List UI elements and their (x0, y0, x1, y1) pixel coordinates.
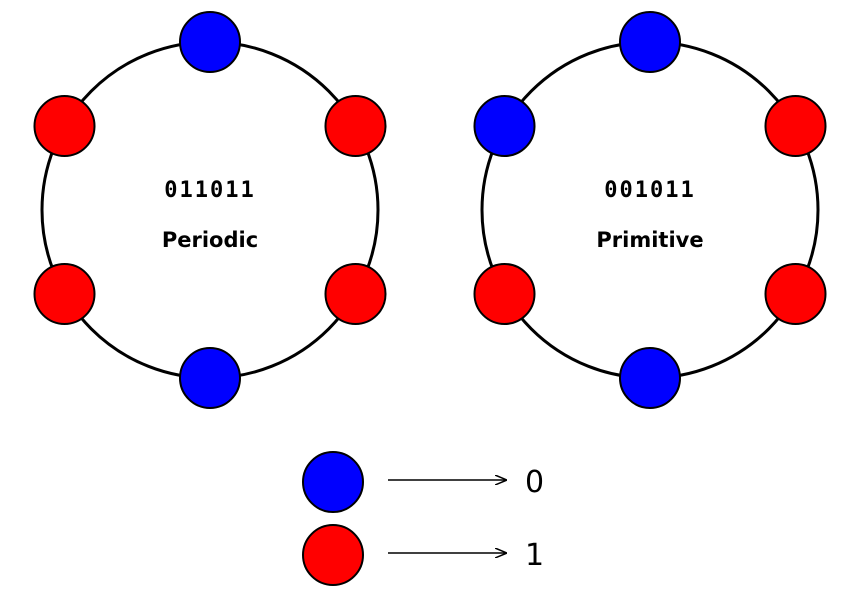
bead-zero (473, 95, 536, 157)
necklace-code: 001011 (604, 178, 695, 203)
bead-zero (179, 11, 241, 73)
necklace-periodic: 011011 Periodic (33, 11, 387, 409)
bead-one (324, 263, 387, 325)
bead-one (33, 263, 96, 325)
legend-swatch-one (302, 524, 364, 586)
bead-zero (619, 11, 681, 73)
bead-one (764, 263, 827, 325)
necklace-primitive: 001011 Primitive (473, 11, 827, 409)
bead-one (324, 95, 387, 157)
legend-swatch-zero (302, 451, 364, 513)
bead-one (473, 263, 536, 325)
legend-value-one: 1 (525, 538, 544, 573)
legend: 0 1 (302, 451, 544, 586)
bead-one (33, 95, 96, 157)
necklace-ring (40, 40, 380, 380)
bead-one (764, 95, 827, 157)
necklace-code: 011011 (164, 178, 255, 203)
necklace-kind-label: Primitive (596, 228, 703, 252)
necklace-kind-label: Periodic (162, 228, 258, 252)
legend-row-one: 1 (302, 524, 544, 586)
legend-row-zero: 0 (302, 451, 544, 513)
legend-value-zero: 0 (525, 465, 544, 500)
bead-zero (619, 347, 681, 409)
bead-zero (179, 347, 241, 409)
necklace-ring (480, 40, 820, 380)
